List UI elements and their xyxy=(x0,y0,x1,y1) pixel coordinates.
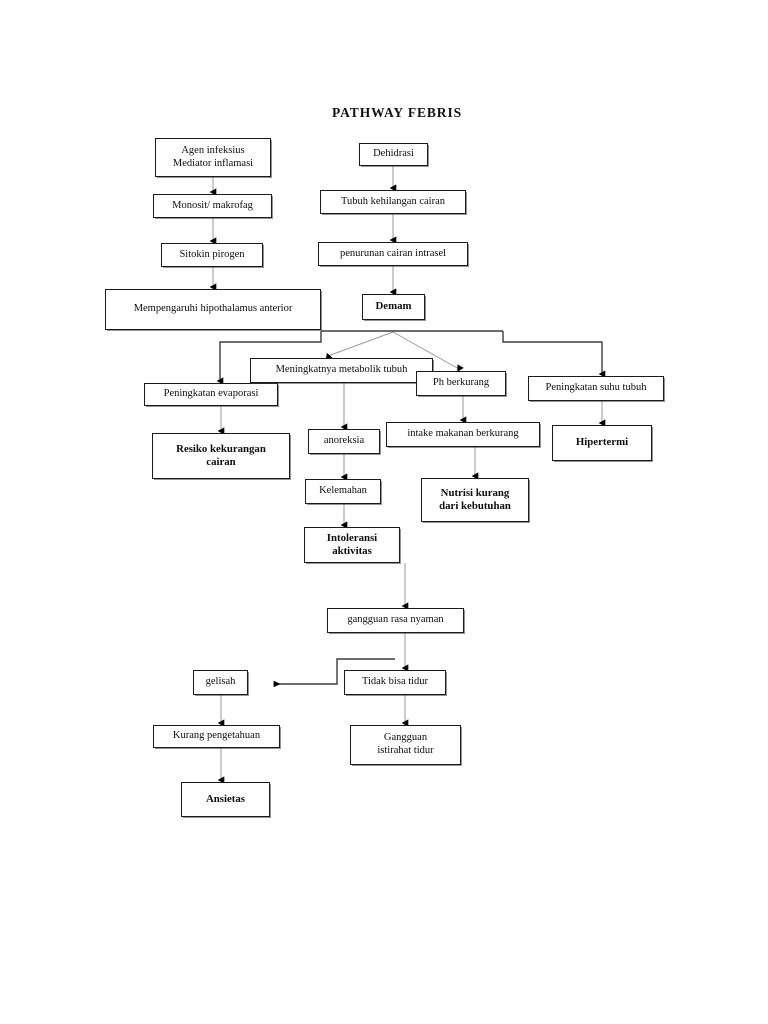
node-metabolik[interactable]: Meningkatnya metabolik tubuh xyxy=(250,358,433,383)
node-sitokin[interactable]: Sitokin pirogen xyxy=(161,243,263,267)
node-kelemahan[interactable]: Kelemahan xyxy=(305,479,381,504)
edge-demam-metabolik xyxy=(325,331,394,361)
edge-bus-right xyxy=(502,331,606,378)
node-suhu[interactable]: Peningkatan suhu tubuh xyxy=(528,376,664,401)
node-hipertermi[interactable]: Hipertermi xyxy=(552,425,652,461)
node-anoreksia[interactable]: anoreksia xyxy=(308,429,380,454)
node-demam[interactable]: Demam xyxy=(362,294,425,320)
node-monosit[interactable]: Monosit/ makrofag xyxy=(153,194,272,218)
node-tubuh[interactable]: Tubuh kehilangan cairan xyxy=(320,190,466,214)
edge-tidaktidur-gelisah xyxy=(273,658,395,688)
node-pengetahuan[interactable]: Kurang pengetahuan xyxy=(153,725,280,748)
node-nyaman[interactable]: gangguan rasa nyaman xyxy=(327,608,464,633)
node-tidaktidur[interactable]: Tidak bisa tidur xyxy=(344,670,446,695)
node-ph[interactable]: Ph berkurang xyxy=(416,371,506,396)
node-ansietas[interactable]: Ansietas xyxy=(181,782,270,817)
node-gelisah[interactable]: gelisah xyxy=(193,670,248,695)
node-dehidrasi[interactable]: Dehidrasi xyxy=(359,143,428,166)
node-evaporasi[interactable]: Peningkatan evaporasi xyxy=(144,383,278,406)
node-intrasel[interactable]: penurunan cairan intrasel xyxy=(318,242,468,266)
node-intake[interactable]: intake makanan berkurang xyxy=(386,422,540,447)
edge-demam-ph xyxy=(392,331,464,372)
page-title: PATHWAY FEBRIS xyxy=(332,105,462,120)
node-hipotalamus[interactable]: Mempengaruhi hipothalamus anterior xyxy=(105,289,321,330)
edge-bus-left xyxy=(216,331,322,385)
